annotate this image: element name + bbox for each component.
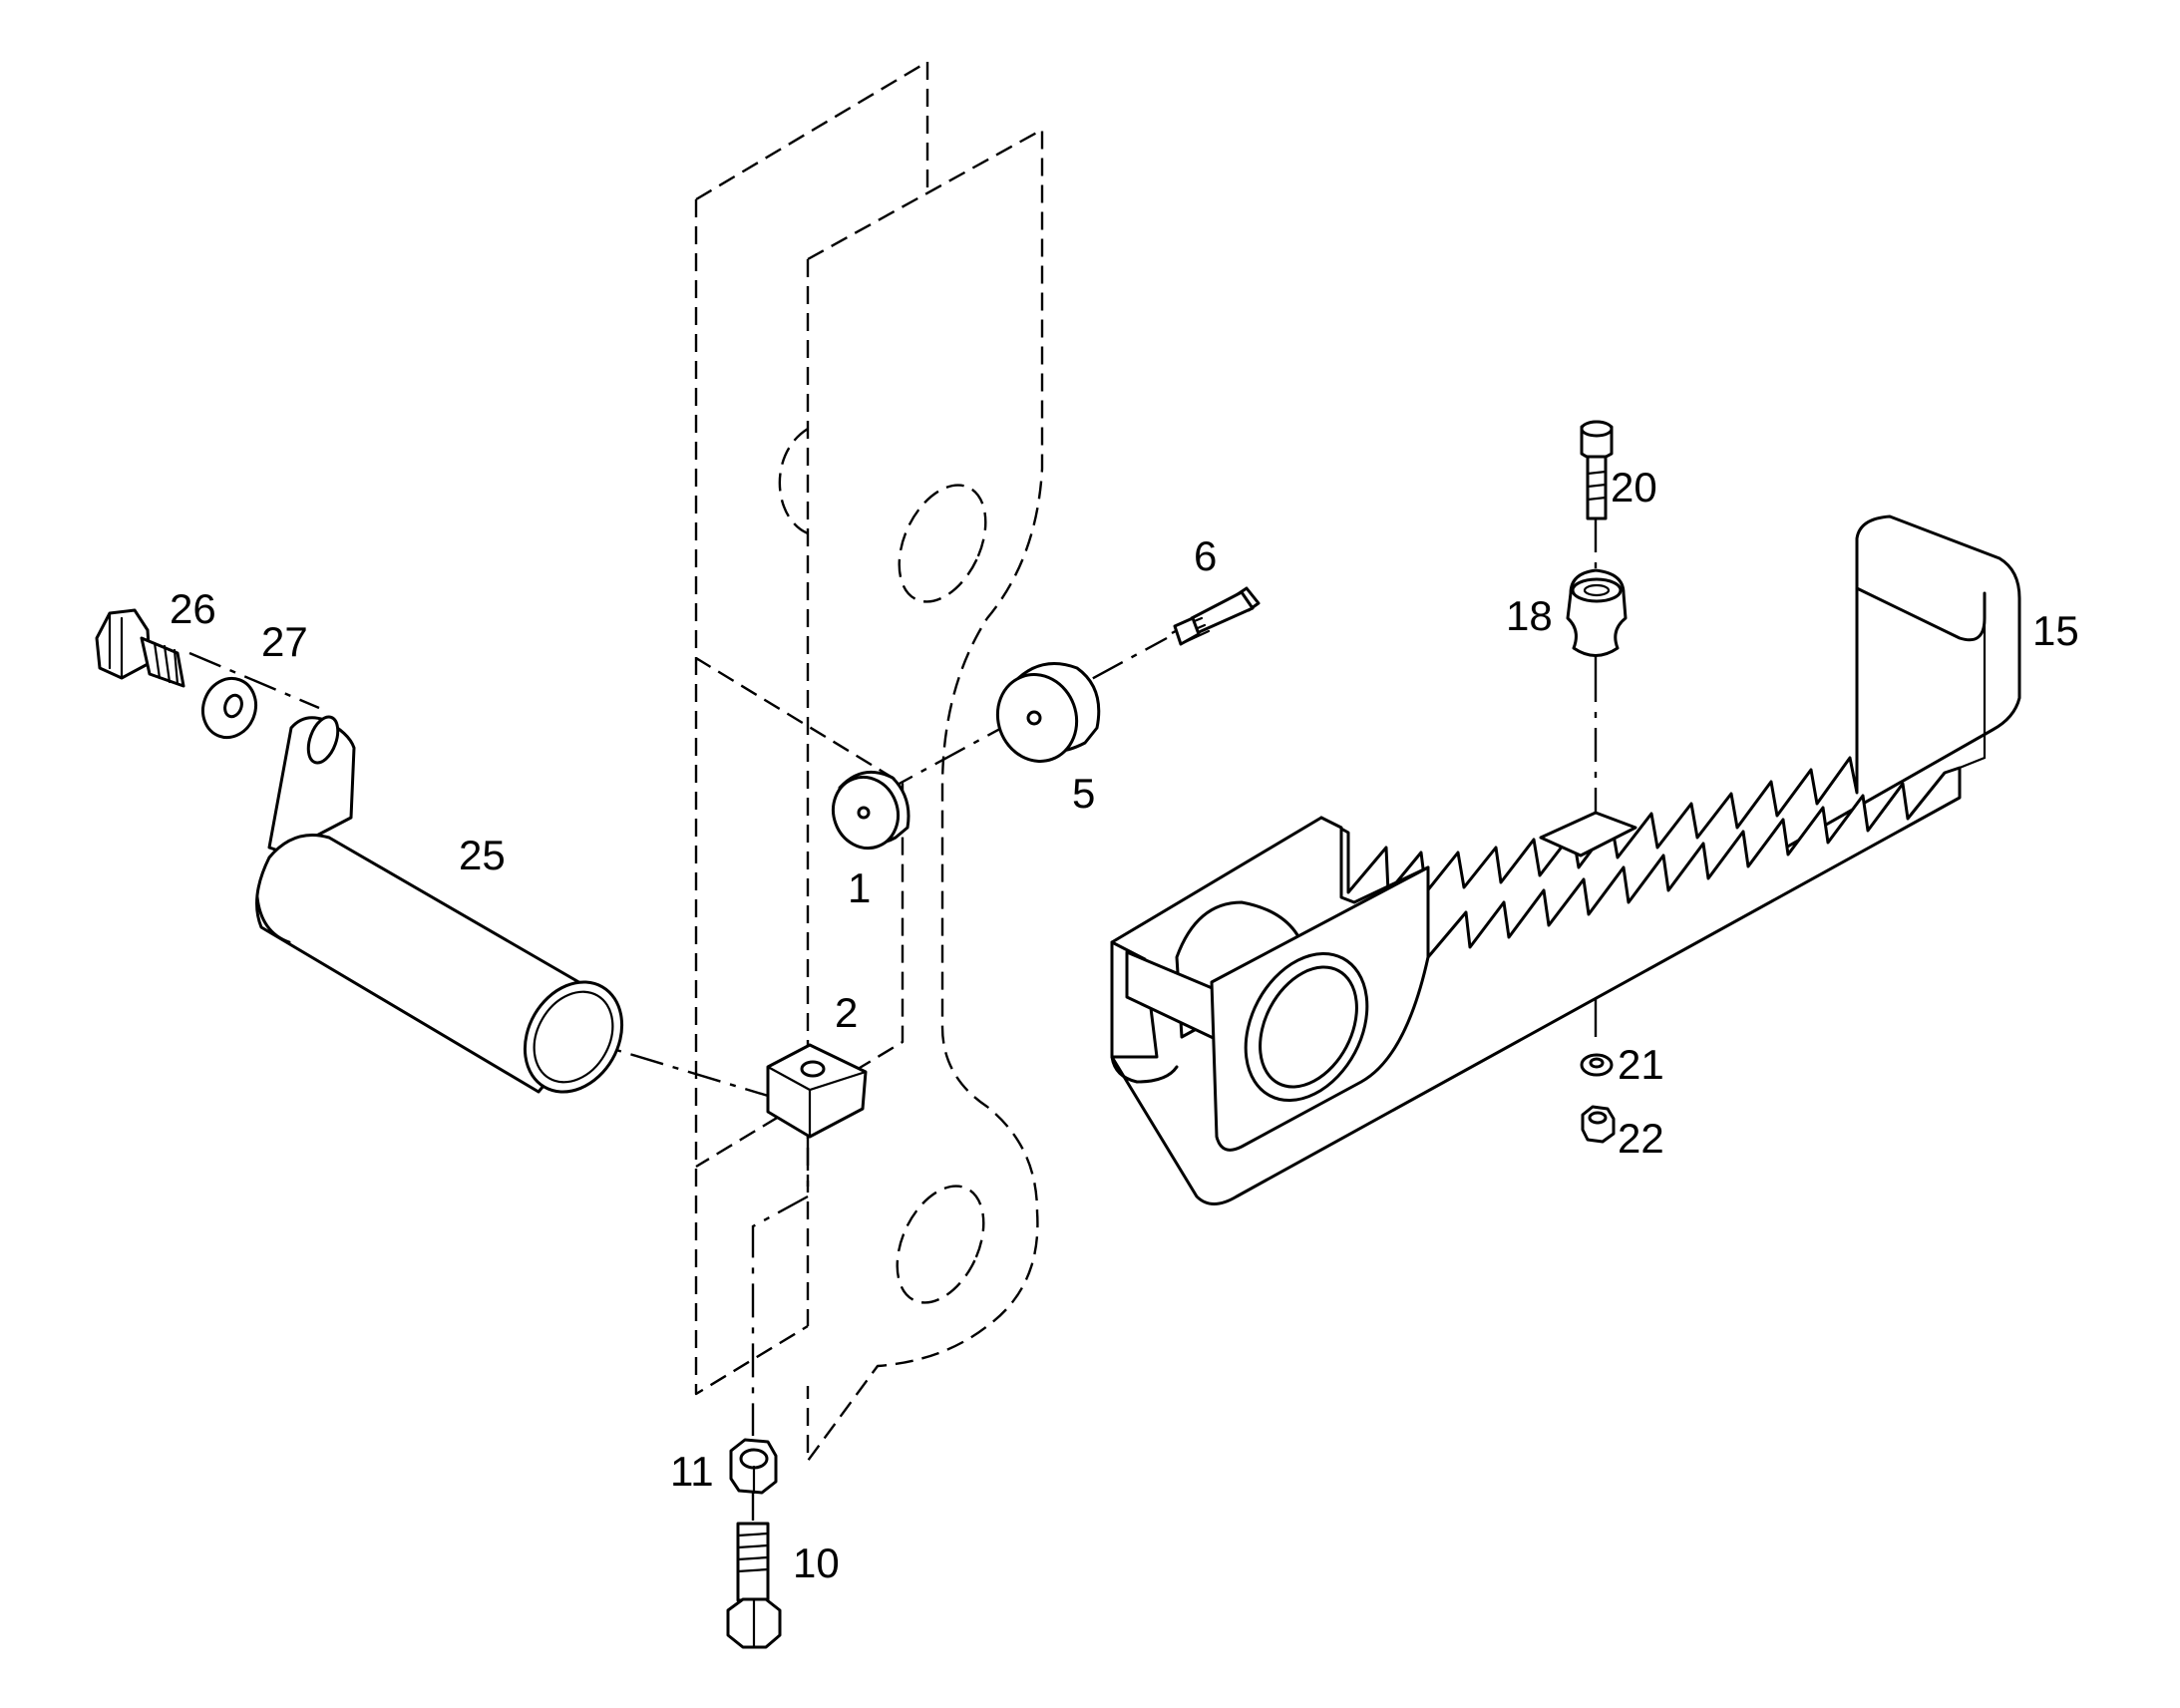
buffer-5 (995, 662, 1101, 763)
axis-pin-to-block (572, 1035, 789, 1104)
step-bracket-15 (1110, 514, 2021, 1205)
pin-25 (255, 715, 624, 1094)
callout-5: 5 (1072, 770, 1095, 817)
callout-labels: 1 2 5 6 10 11 15 18 20 21 22 25 26 27 (170, 464, 2079, 1586)
bushing-18 (1566, 568, 1628, 657)
rear-plate-outline (694, 60, 929, 1396)
frame-plates-phantom (694, 60, 1044, 1463)
buffer-1 (832, 770, 910, 851)
cap-screw-20 (1580, 420, 1614, 520)
callout-11: 11 (670, 1448, 714, 1495)
callout-1: 1 (848, 864, 871, 911)
front-plate-hole-lower (896, 1185, 985, 1304)
callout-20: 20 (1611, 464, 1657, 511)
washer-27 (201, 676, 257, 740)
hex-nut-11 (729, 1438, 778, 1495)
step-slider-tab (1539, 811, 1637, 857)
callout-21: 21 (1618, 1041, 1664, 1088)
callout-22: 22 (1618, 1115, 1664, 1162)
axis-block-to-nut-11 (751, 1137, 810, 1436)
nut-block-2 (766, 1043, 868, 1139)
bolt-10 (726, 1522, 782, 1649)
callout-25: 25 (459, 832, 506, 878)
callout-18: 18 (1506, 592, 1553, 639)
callout-2: 2 (835, 989, 858, 1036)
hex-bolt-26 (95, 608, 185, 688)
hex-nut-22 (1581, 1105, 1616, 1144)
callout-6: 6 (1194, 532, 1217, 579)
washer-21 (1580, 1053, 1614, 1077)
callout-10: 10 (793, 1539, 840, 1586)
axis-bolt-26-to-pin (188, 651, 320, 710)
step-lug-hole-inner (1259, 965, 1358, 1089)
screw-6 (1173, 586, 1261, 646)
callout-15: 15 (2032, 607, 2079, 654)
callout-26: 26 (170, 585, 216, 632)
rear-plate-slot (778, 427, 809, 535)
callout-27: 27 (261, 618, 308, 665)
front-plate-hole-upper (898, 484, 987, 603)
